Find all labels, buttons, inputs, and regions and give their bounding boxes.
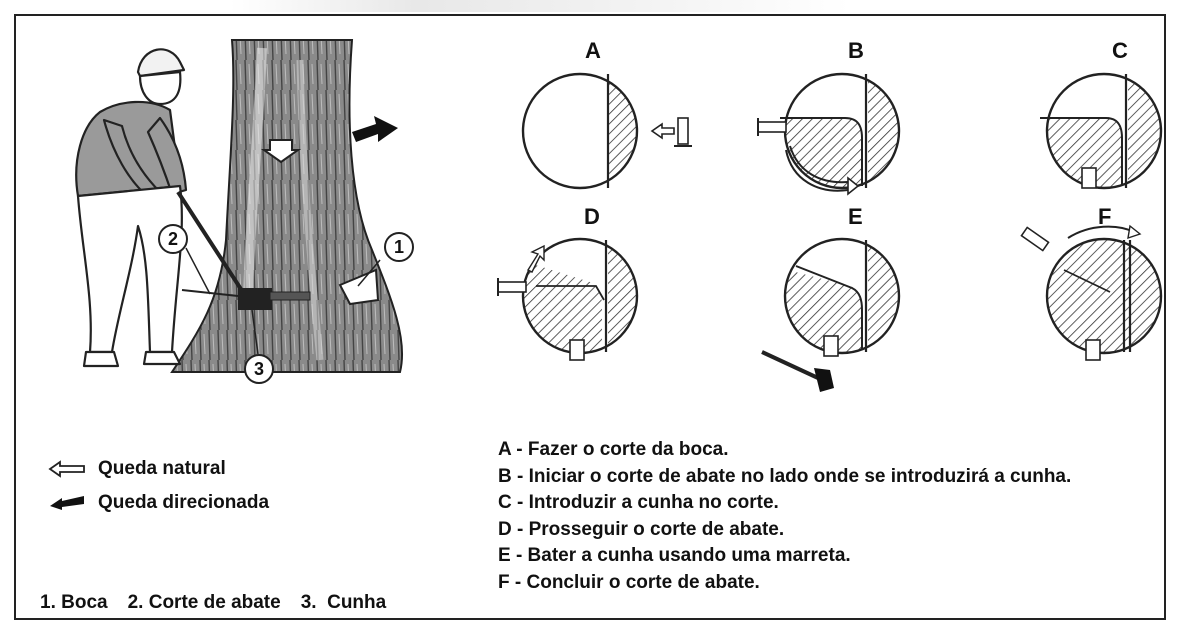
parts-legend: 1. Boca 2. Corte de abate 3. Cunha xyxy=(40,592,386,614)
step-d-text: D - Prosseguir o corte de abate. xyxy=(498,517,1071,544)
legend-natural-fall-label: Queda natural xyxy=(98,458,226,480)
step-e-text: E - Bater a cunha usando uma marreta. xyxy=(498,543,1071,570)
step-a-text: A - Fazer o corte da boca. xyxy=(498,437,1071,464)
callout-2-felling-cut: 2 xyxy=(158,224,188,254)
part-label-corte-de-abate: 2. Corte de abate xyxy=(128,592,281,614)
step-descriptions: A - Fazer o corte da boca. B - Iniciar o… xyxy=(498,437,1071,596)
step-b-text: B - Iniciar o corte de abate no lado ond… xyxy=(498,464,1071,491)
hollow-arrow-icon xyxy=(48,460,88,478)
part-label-cunha: 3. Cunha xyxy=(301,592,387,614)
step-f-text: F - Concluir o corte de abate. xyxy=(498,570,1071,597)
solid-arrow-icon xyxy=(48,494,88,512)
legend-natural-fall: Queda natural xyxy=(48,458,226,480)
stage-a-letter: A xyxy=(585,38,601,64)
stage-c-letter: C xyxy=(1112,38,1128,64)
wedge-icon xyxy=(824,336,838,356)
directed-fall-arrow-icon xyxy=(352,116,398,142)
part-label-boca: 1. Boca xyxy=(40,592,108,614)
worker-figure xyxy=(76,49,186,366)
stage-d-letter: D xyxy=(584,204,600,230)
legend-directed-fall: Queda direcionada xyxy=(48,492,269,514)
callout-1-notch: 1 xyxy=(384,232,414,262)
tree-trunk xyxy=(172,40,402,372)
stage-e-letter: E xyxy=(848,204,863,230)
stage-b-letter: B xyxy=(848,38,864,64)
sledgehammer-icon xyxy=(762,352,818,378)
legend-directed-fall-label: Queda direcionada xyxy=(98,492,269,514)
wedge-icon xyxy=(1086,340,1100,360)
stage-e-diagram xyxy=(762,236,908,392)
stage-a-diagram xyxy=(523,70,692,194)
wedge-icon xyxy=(1082,168,1096,188)
stage-d-diagram xyxy=(498,236,668,360)
stage-f-letter: F xyxy=(1098,204,1111,230)
callout-3-wedge: 3 xyxy=(244,354,274,384)
stage-f-diagram xyxy=(1021,226,1167,360)
stage-c-diagram xyxy=(1040,70,1168,196)
step-c-text: C - Introduzir a cunha no corte. xyxy=(498,490,1071,517)
stage-b-diagram xyxy=(758,70,908,196)
